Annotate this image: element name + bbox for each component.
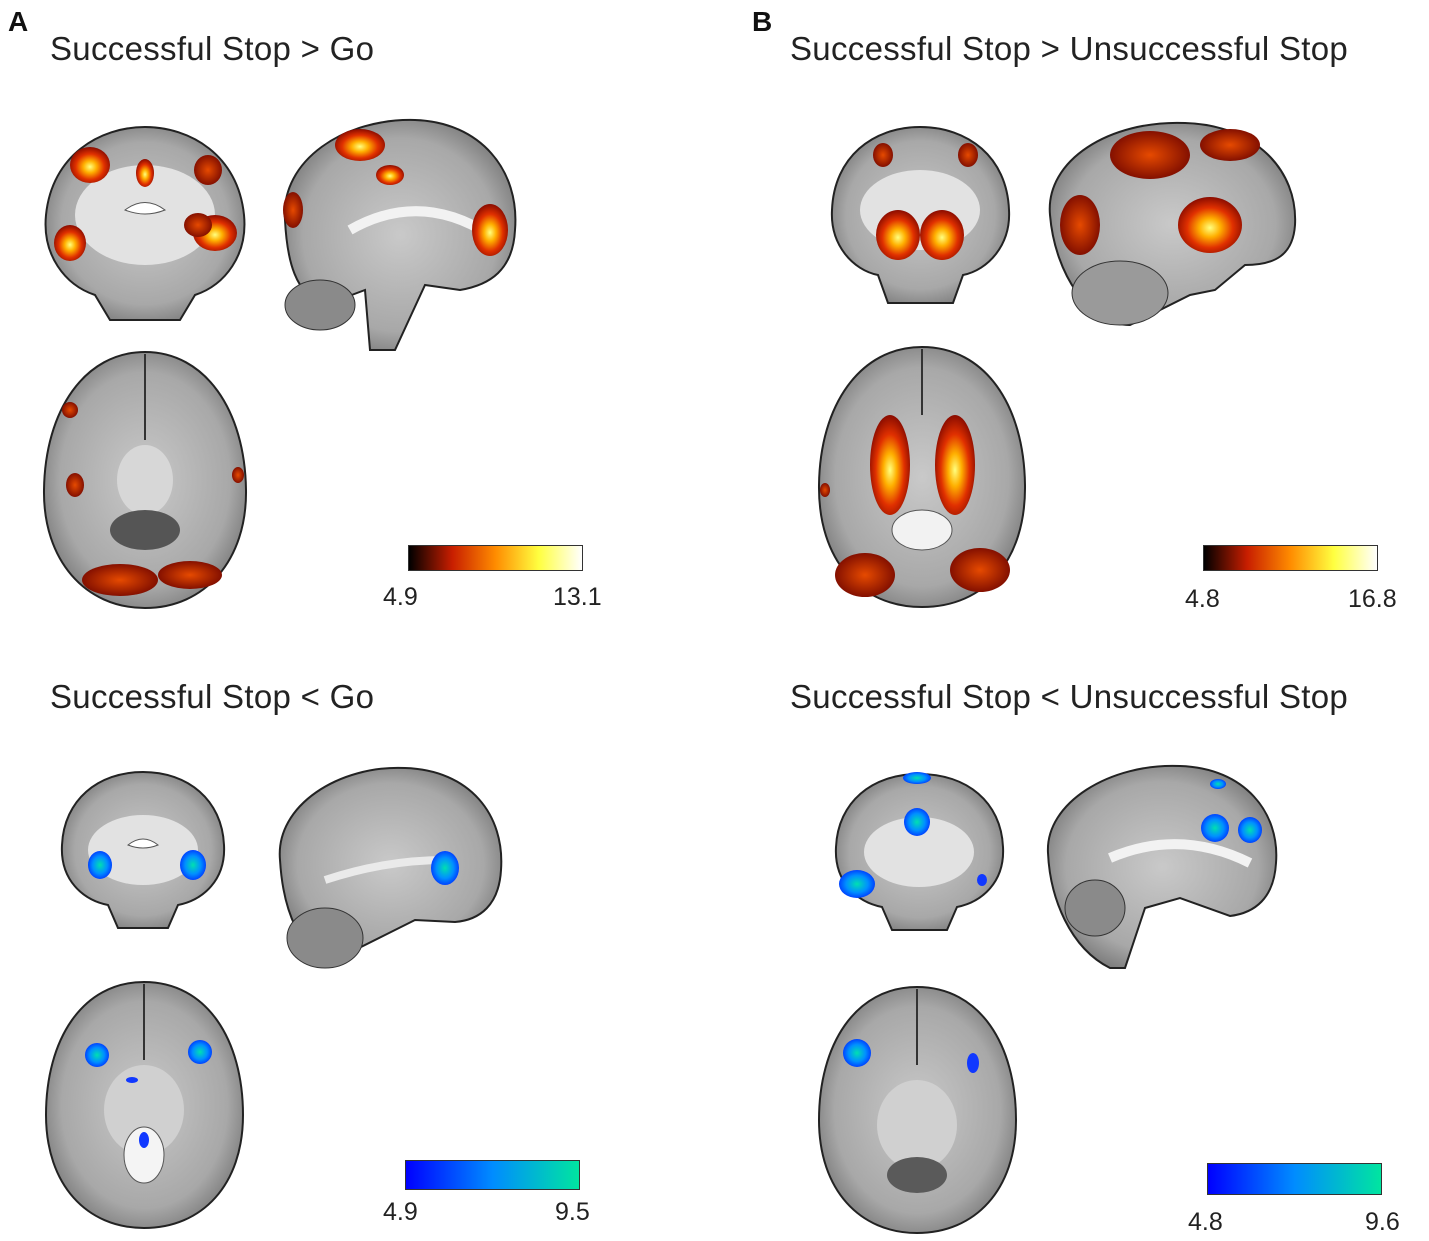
coronal-brain-slice (44, 125, 246, 321)
colorbar-a-bottom-min-label: 4.9 (383, 1198, 418, 1226)
colorbar-a-bottom-max-label: 9.5 (555, 1198, 590, 1226)
colorbar-b-top (1203, 545, 1378, 571)
colorbar-b-top-min-label: 4.8 (1185, 585, 1220, 613)
sagittal-brain-slice (1048, 121, 1297, 327)
panel-a-top-title: Successful Stop > Go (50, 30, 375, 67)
panel-b-letter: B (752, 6, 773, 37)
colorbar-b-bottom (1207, 1163, 1382, 1195)
axial-brain-slice (817, 985, 1018, 1235)
colorbar-b-bottom-min-label: 4.8 (1188, 1208, 1223, 1236)
colorbar-a-top (408, 545, 583, 571)
colorbar-a-top-min-label: 4.9 (383, 583, 418, 611)
sagittal-brain-slice (1046, 764, 1278, 969)
panel-b-bottom-title: Successful Stop < Unsuccessful Stop (790, 678, 1349, 715)
colorbar-a-top-max-label: 13.1 (553, 583, 602, 611)
colorbar-b-bottom-max-label: 9.6 (1365, 1208, 1400, 1236)
coronal-brain-slice (834, 772, 1005, 931)
panel-a-letter: A (8, 6, 29, 37)
axial-brain-slice (44, 980, 245, 1230)
sagittal-brain-slice (283, 118, 517, 351)
coronal-brain-slice (60, 770, 226, 929)
axial-brain-slice (817, 345, 1027, 609)
axial-brain-slice (42, 350, 248, 610)
colorbar-b-top-max-label: 16.8 (1348, 585, 1397, 613)
panel-a-bottom-title: Successful Stop < Go (50, 678, 375, 715)
coronal-brain-slice (830, 125, 1011, 304)
colorbar-a-bottom (405, 1160, 580, 1190)
panel-b-top-title: Successful Stop > Unsuccessful Stop (790, 30, 1349, 67)
sagittal-brain-slice (278, 766, 503, 969)
